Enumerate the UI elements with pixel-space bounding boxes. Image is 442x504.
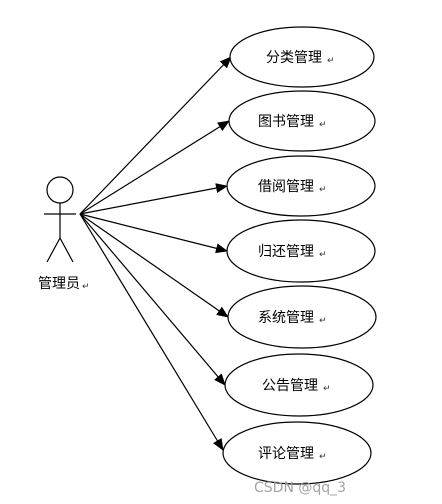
use-case-3: 借阅管理 ↵	[226, 155, 376, 217]
use-case-5: 系统管理 ↵	[227, 285, 377, 349]
use-case-ellipse	[227, 285, 377, 349]
use-case-4: 归还管理 ↵	[226, 219, 376, 283]
use-case-ellipse	[224, 353, 374, 417]
association-arrow-3	[79, 183, 228, 215]
actor-left-leg	[46, 237, 61, 263]
use-case-ellipse	[226, 155, 376, 217]
use-case-2: 图书管理 ↵	[228, 90, 376, 152]
use-case-para-mark: ↵	[327, 56, 335, 66]
use-case-label: 系统管理	[258, 310, 314, 326]
use-case-para-mark: ↵	[319, 316, 327, 326]
association-arrow-1	[79, 56, 232, 215]
actor-head	[46, 176, 74, 204]
use-case-label: 公告管理	[262, 378, 318, 394]
use-case-7: 评论管理 ↵	[222, 421, 372, 485]
association-arrow-7	[79, 213, 224, 451]
use-case-ellipse	[226, 219, 376, 283]
use-case-6: 公告管理 ↵	[224, 353, 374, 417]
use-case-ellipse	[229, 26, 375, 88]
use-case-1: 分类管理 ↵	[229, 26, 375, 88]
use-case-label: 评论管理	[258, 446, 314, 462]
actor-right-leg	[59, 237, 74, 263]
association-arrow-4	[79, 213, 228, 254]
use-case-para-mark: ↵	[319, 250, 327, 260]
association-arrow-6	[79, 213, 226, 386]
use-case-para-mark: ↵	[319, 185, 327, 195]
use-case-label: 借阅管理	[258, 179, 314, 195]
use-case-label: 归还管理	[258, 243, 314, 260]
associations	[79, 56, 232, 451]
association-arrow-5	[79, 213, 229, 318]
use-case-para-mark: ↵	[319, 452, 327, 462]
actor-para-mark: ↵	[82, 282, 90, 292]
use-case-para-mark: ↵	[319, 120, 327, 130]
association-arrow-2	[79, 120, 230, 215]
use-case-label: 图书管理	[258, 114, 314, 130]
actor-admin: 管理员 ↵	[38, 176, 90, 292]
use-case-ellipse	[222, 421, 372, 485]
use-case-para-mark: ↵	[323, 384, 331, 394]
use-case-ellipse	[228, 90, 376, 152]
csdn-watermark: CSDN @qq_3	[254, 480, 346, 496]
actor-label: 管理员	[38, 276, 80, 292]
use-case-label: 分类管理	[266, 50, 322, 66]
